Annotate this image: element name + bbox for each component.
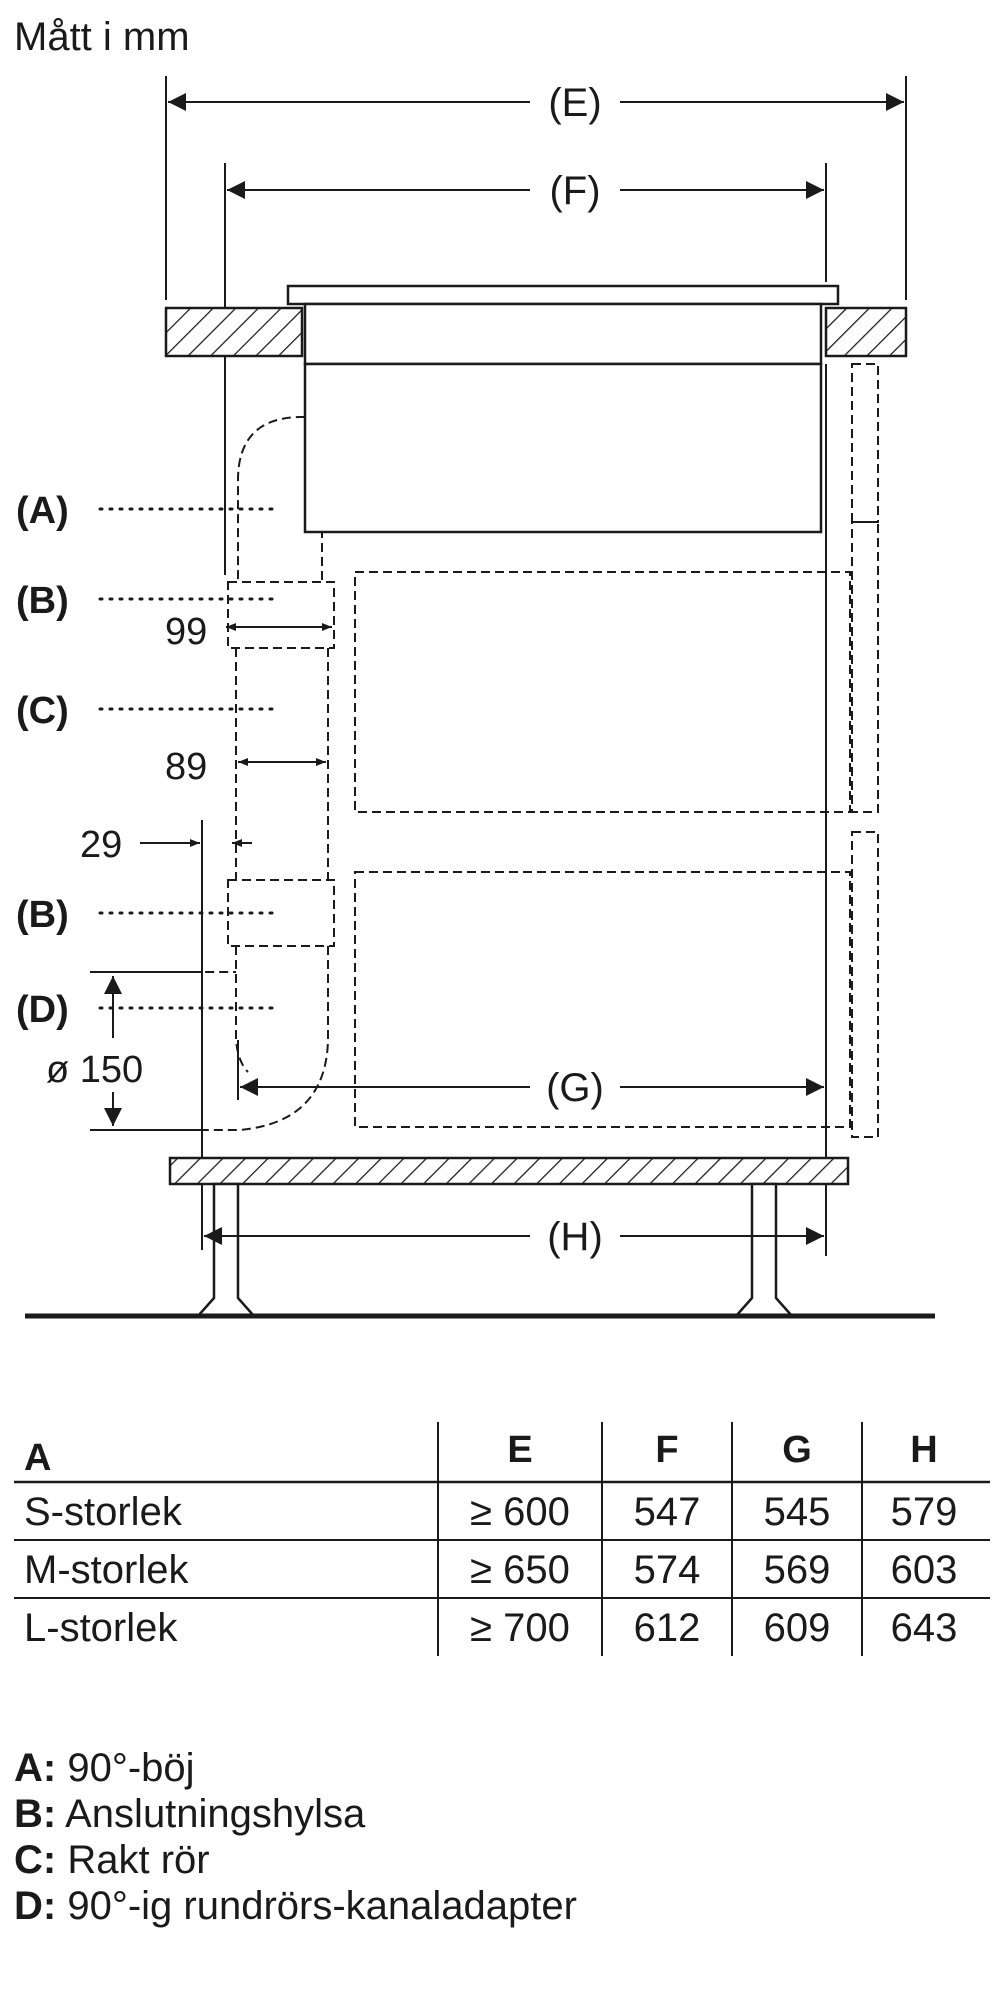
hob-glass-top: [286, 284, 840, 306]
dim-e-label: (E): [548, 81, 601, 125]
table-row-m-size: M-storlek: [24, 1548, 189, 1592]
dim-g-label: (G): [546, 1066, 604, 1110]
label-a: (A): [16, 490, 69, 532]
duct-bend-outer: [237, 416, 305, 582]
legend-text-a: 90°-böj: [56, 1746, 195, 1790]
dim-29-value: 29: [80, 824, 122, 866]
hob-upper-body: [303, 302, 823, 366]
table-row-m-h: 603: [891, 1548, 958, 1592]
side-panel-lower: [851, 831, 879, 1138]
side-panel-middle: [851, 521, 879, 813]
drawer-lower-outline: [354, 871, 851, 1128]
dim-99-value: 99: [165, 611, 207, 653]
page-title: Mått i mm: [14, 15, 190, 59]
table-header-h: H: [910, 1429, 937, 1471]
label-b-lower: (B): [16, 894, 69, 936]
legend-key-d: D:: [14, 1884, 57, 1928]
table-row-s-f: 547: [634, 1490, 701, 1534]
cabinet-bottom-shelf: [168, 1156, 850, 1186]
legend-key-a: A:: [14, 1746, 57, 1790]
legend-item-b: B: Anslutningshylsa: [14, 1791, 974, 1837]
legend-key-c: C:: [14, 1838, 57, 1882]
table-row-s-size: S-storlek: [24, 1490, 183, 1534]
duct-bend-inner: [305, 531, 323, 582]
label-c: (C): [16, 690, 69, 732]
worktop-left: [164, 306, 304, 358]
table-row-l-f: 612: [634, 1606, 701, 1650]
dim-150-value: ø 150: [46, 1049, 143, 1091]
legend-key-b: B:: [14, 1792, 57, 1836]
table-row-s-g: 545: [764, 1490, 831, 1534]
table-row-l-h: 643: [891, 1606, 958, 1650]
legend-text-b: Anslutningshylsa: [56, 1792, 366, 1836]
legend-text-d: 90°-ig rundrörs-kanaladapter: [56, 1884, 577, 1928]
table-row-m-f: 574: [634, 1548, 701, 1592]
drawer-upper-outline: [354, 571, 851, 813]
table-header-f: F: [655, 1429, 678, 1471]
dim-89-value: 89: [165, 746, 207, 788]
adapter-outer-curve: [201, 946, 329, 1131]
size-table: A E F G H S-storlek ≥ 600 547 545 579 M-…: [14, 1422, 990, 1656]
dim-f-label: (F): [549, 169, 600, 213]
table-row-l-e: ≥ 700: [470, 1606, 570, 1650]
installation-diagram: Mått i mm (E) (F) 99 89 29: [14, 15, 990, 1656]
side-panel-upper: [851, 363, 879, 523]
worktop-right: [824, 306, 908, 358]
table-row-s-e: ≥ 600: [470, 1490, 570, 1534]
table-row-l-size: L-storlek: [24, 1606, 178, 1650]
table-header-a: A: [24, 1437, 51, 1479]
table-row-l-g: 609: [764, 1606, 831, 1650]
leg-left: [195, 1182, 257, 1318]
leg-right: [733, 1182, 795, 1318]
table-row-s-h: 579: [891, 1490, 958, 1534]
legend: A: 90°-böj B: Anslutningshylsa C: Rakt r…: [14, 1745, 974, 1929]
table-header-e: E: [507, 1429, 532, 1471]
label-b-upper: (B): [16, 580, 69, 622]
legend-item-a: A: 90°-böj: [14, 1745, 974, 1791]
hob-lower-body: [303, 362, 823, 534]
label-d: (D): [16, 989, 69, 1031]
dim-h-label: (H): [547, 1215, 603, 1259]
sleeve-lower: [227, 879, 335, 947]
legend-text-c: Rakt rör: [56, 1838, 210, 1882]
legend-item-d: D: 90°-ig rundrörs-kanaladapter: [14, 1883, 974, 1929]
sleeve-upper: [227, 581, 335, 649]
table-header-g: G: [782, 1429, 812, 1471]
table-row-m-g: 569: [764, 1548, 831, 1592]
table-row-m-e: ≥ 650: [470, 1548, 570, 1592]
legend-item-c: C: Rakt rör: [14, 1837, 974, 1883]
